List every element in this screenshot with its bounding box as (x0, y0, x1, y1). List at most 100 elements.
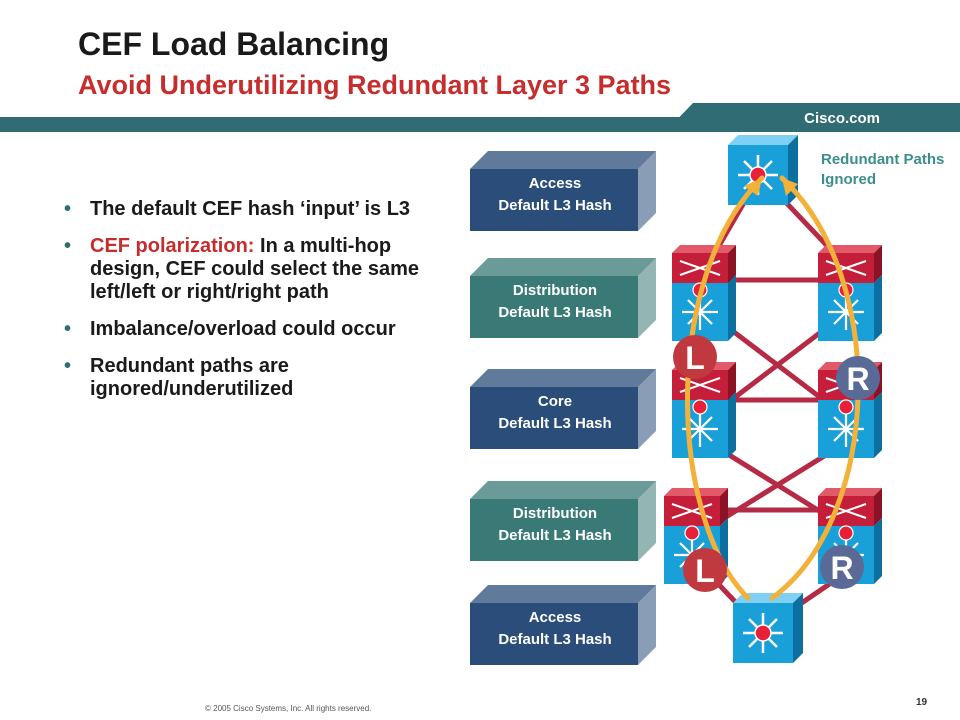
multilayer-switch-icon (672, 245, 736, 341)
copyright: © 2005 Cisco Systems, Inc. All rights re… (205, 704, 372, 713)
layer-hash: Default L3 Hash (498, 197, 612, 214)
switch-arrow (699, 428, 713, 442)
si-badge (684, 525, 700, 541)
layer-box-shape (470, 258, 656, 338)
switch-arrow (699, 416, 713, 430)
router-top (672, 245, 736, 253)
network-diagram: L R L R (664, 135, 882, 663)
layer-hash: Default L3 Hash (498, 527, 612, 544)
switch-arrow (679, 542, 693, 556)
layer-box-front (470, 169, 638, 231)
bullet-item: Redundant paths are ignored/underutilize… (62, 355, 422, 401)
layer-box-front (470, 276, 638, 338)
bullet-highlight: CEF polarization: (90, 235, 255, 257)
badge-left-lower: L (683, 548, 727, 592)
switch-arrow (833, 416, 847, 430)
layer-box-shape (470, 585, 656, 665)
badge-letter: R (830, 550, 853, 586)
router-arrow (825, 260, 867, 276)
redundant-paths-label: Redundant Paths Ignored (821, 151, 945, 188)
layer-box-top (470, 369, 656, 387)
si-badge (838, 525, 854, 541)
badge-circle (836, 356, 880, 400)
badge-right-lower: R (820, 545, 864, 589)
access-switch-icon (733, 593, 803, 663)
badge-letter: R (846, 361, 869, 397)
layer-box-side (638, 151, 656, 231)
multilayer-switch-icon (818, 245, 882, 341)
badge-circle (683, 548, 727, 592)
router-side (874, 488, 882, 526)
layer-box-shape (470, 151, 656, 231)
layer-hash: Default L3 Hash (498, 304, 612, 321)
layer-box-side (638, 585, 656, 665)
layer-box-top (470, 585, 656, 603)
slide-subtitle: Avoid Underutilizing Redundant Layer 3 P… (78, 70, 672, 100)
router-top (818, 488, 882, 496)
layer-box-top (470, 481, 656, 499)
badge-left-upper: L (673, 335, 717, 379)
switch-top (728, 135, 798, 145)
router-side (720, 488, 728, 526)
switch-side (793, 593, 803, 663)
layer-name: Distribution (512, 505, 598, 522)
layer-box-front (470, 387, 638, 449)
si-badge (692, 399, 708, 415)
switch-side (728, 275, 736, 341)
bullet-item: CEF polarization: In a multi-hop design,… (62, 235, 422, 304)
badge-letter: L (685, 340, 705, 376)
badge-right-upper: R (836, 356, 880, 400)
layer-box-side (638, 258, 656, 338)
router-arrow (679, 260, 721, 276)
switch-arrow (833, 311, 847, 325)
bullet-item: Imbalance/overload could occur (62, 318, 422, 341)
layer-box-shape (470, 481, 656, 561)
layer-box-front (470, 603, 638, 665)
layer-box-side (638, 369, 656, 449)
layer-hash: Default L3 Hash (498, 415, 612, 432)
router-side (728, 362, 736, 400)
switch-arrow (699, 311, 713, 325)
router-arrow (671, 503, 713, 519)
bullet-text: Redundant paths are ignored/underutilize… (90, 355, 294, 400)
access-switch-icon (728, 135, 798, 205)
layer-name: Access (528, 175, 582, 192)
layer-box-side (638, 481, 656, 561)
si-badge (838, 399, 854, 415)
layer-name: Core (537, 393, 573, 410)
bullet-list: The default CEF hash ‘input’ is L3 CEF p… (62, 198, 422, 415)
badge-circle (673, 335, 717, 379)
page-number: 19 (916, 697, 928, 708)
badge-circle (820, 545, 864, 589)
switch-arrow (833, 428, 847, 442)
layer-box-top (470, 258, 656, 276)
router-side (728, 245, 736, 283)
switch-arrow (833, 299, 847, 313)
switch-hub (754, 624, 772, 642)
switch-side (874, 518, 882, 584)
bullet-text: Imbalance/overload could occur (90, 318, 396, 340)
switch-side (874, 392, 882, 458)
layer-hash: Default L3 Hash (498, 631, 612, 648)
switch-side (728, 392, 736, 458)
path-arrowhead (782, 178, 798, 196)
layer-box-shape (470, 369, 656, 449)
switch-arrow (699, 299, 713, 313)
bullet-text: The default CEF hash ‘input’ is L3 (90, 198, 411, 220)
brand-tab (665, 103, 960, 132)
bullet-item: The default CEF hash ‘input’ is L3 (62, 198, 422, 221)
layer-name: Distribution (512, 282, 598, 299)
slide-title: CEF Load Balancing (78, 26, 390, 62)
router-side (874, 245, 882, 283)
path-arrowhead (744, 178, 762, 196)
layer-name: Access (528, 609, 582, 626)
